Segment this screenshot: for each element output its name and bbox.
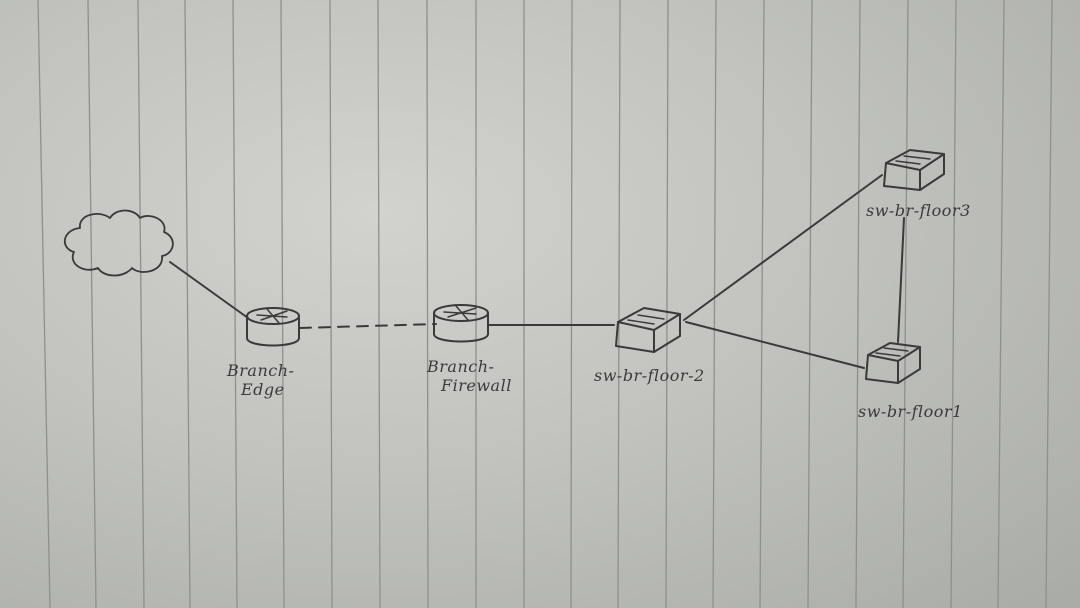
switch-icon-sw-br-floor2 xyxy=(615,307,681,353)
link-sw-br-floor3-sw-br-floor1 xyxy=(897,217,905,343)
link-sw-br-floor2-sw-br-floor1 xyxy=(685,321,865,369)
router-icon-branch-firewall xyxy=(433,304,489,343)
label-sw-br-floor3-text: sw-br-floor3 xyxy=(866,201,971,220)
link-sw-br-floor2-sw-br-floor3 xyxy=(683,174,883,321)
label-sw-br-floor3: sw-br-floor3 xyxy=(866,201,971,220)
link-internet-branch-edge xyxy=(169,261,249,319)
label-sw-br-floor1-text: sw-br-floor1 xyxy=(858,402,963,421)
label-branch-edge: Branch- Edge xyxy=(227,361,294,399)
label-sw-br-floor2-text: sw-br-floor-2 xyxy=(594,366,705,385)
label-branch-edge-line2: Edge xyxy=(241,380,285,399)
label-branch-firewall-line1: Branch- xyxy=(427,357,495,376)
link-branch-edge-branch-firewall xyxy=(299,323,437,329)
label-sw-br-floor2: sw-br-floor-2 xyxy=(594,366,705,385)
cloud-icon xyxy=(64,209,174,277)
switch-icon-sw-br-floor1 xyxy=(865,342,921,384)
label-sw-br-floor1: sw-br-floor1 xyxy=(858,402,963,421)
router-icon-branch-edge xyxy=(246,307,300,347)
label-branch-firewall-line2: Firewall xyxy=(441,376,512,395)
label-branch-firewall: Branch- Firewall xyxy=(427,357,512,395)
label-branch-edge-line1: Branch- xyxy=(227,361,295,380)
switch-icon-sw-br-floor3 xyxy=(883,149,945,191)
